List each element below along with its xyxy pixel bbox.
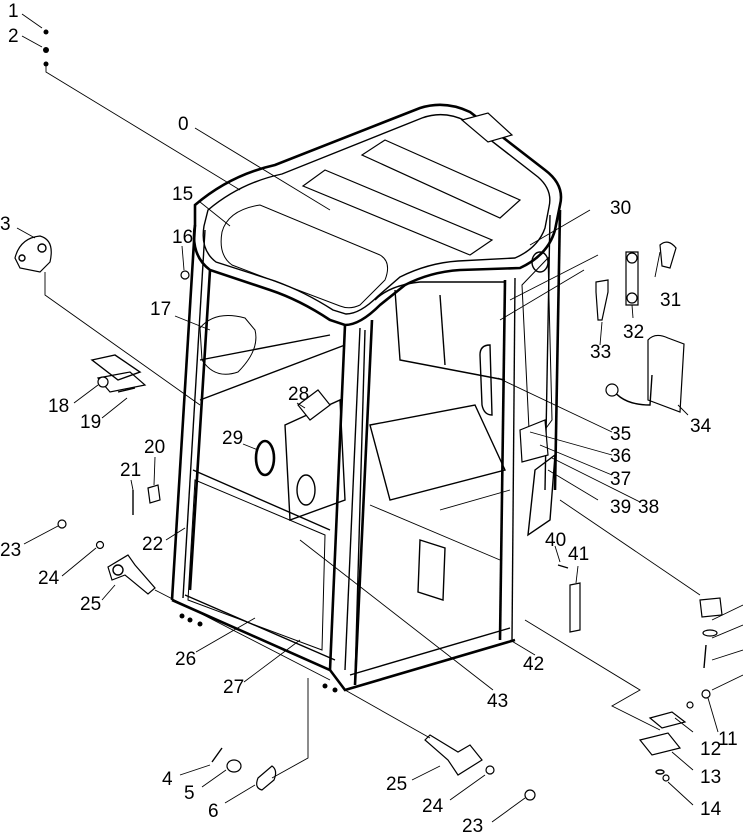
callout-32: 32 xyxy=(623,322,644,343)
callout-42: 42 xyxy=(523,654,544,675)
callout-24-left: 24 xyxy=(38,568,60,589)
callout-43: 43 xyxy=(487,691,508,712)
part-40-screw xyxy=(557,564,569,569)
part-23-nut-left xyxy=(57,519,67,529)
callout-24-bottom: 24 xyxy=(422,796,444,817)
part-14-nut xyxy=(662,774,670,782)
part-1-screw xyxy=(43,29,49,35)
part-34-mirror xyxy=(647,334,685,413)
part-2-washer xyxy=(43,47,49,53)
callout-16: 16 xyxy=(172,227,193,248)
callout-22: 22 xyxy=(142,534,163,555)
part-25-pin-bottom xyxy=(424,734,483,776)
part-11-bolt xyxy=(701,689,711,699)
callout-37: 37 xyxy=(610,469,631,490)
part-33-bolt xyxy=(595,279,609,321)
part-13-plate xyxy=(638,732,682,756)
callout-31: 31 xyxy=(660,290,681,311)
callout-35: 35 xyxy=(610,424,631,445)
part-6-pin xyxy=(256,765,277,791)
part-4-cotter-pin xyxy=(211,747,223,763)
callout-21: 21 xyxy=(120,460,141,481)
part-18-bracket xyxy=(96,371,147,393)
callout-26: 26 xyxy=(175,649,196,670)
part-16-bolt xyxy=(180,270,190,280)
callout-23-bottom: 23 xyxy=(462,816,483,834)
leader-lines xyxy=(16,13,743,823)
callout-25-left: 25 xyxy=(80,594,101,615)
callout-36: 36 xyxy=(610,446,631,467)
callout-15: 15 xyxy=(172,184,193,205)
callout-17: 17 xyxy=(150,299,171,320)
callout-4: 4 xyxy=(162,769,173,790)
callout-23-left: 23 xyxy=(0,540,21,561)
callout-27: 27 xyxy=(223,677,244,698)
callout-40: 40 xyxy=(545,530,566,551)
callout-13: 13 xyxy=(700,767,721,788)
callout-14: 14 xyxy=(700,799,722,820)
callout-25-bottom: 25 xyxy=(386,774,407,795)
callout-33: 33 xyxy=(590,342,611,363)
callout-30: 30 xyxy=(610,198,631,219)
callout-6: 6 xyxy=(208,801,219,822)
part-31-hinge xyxy=(659,241,677,269)
part-12-plate xyxy=(648,711,687,729)
callout-0: 0 xyxy=(178,114,189,135)
part-24-washer-bottom xyxy=(485,765,495,775)
part-cushion xyxy=(699,597,723,618)
part-23-nut-bottom xyxy=(524,789,536,801)
part-24-washer-left xyxy=(95,540,105,550)
callout-39: 39 xyxy=(610,497,631,518)
callout-1: 1 xyxy=(8,1,19,22)
callout-19: 19 xyxy=(80,412,101,433)
callout-34: 34 xyxy=(690,416,712,437)
cab-frame xyxy=(170,103,563,693)
callout-5: 5 xyxy=(184,783,195,804)
part-20-clip xyxy=(147,484,161,504)
part-5-washer xyxy=(226,759,242,773)
callout-41: 41 xyxy=(568,544,589,565)
callout-18: 18 xyxy=(48,396,69,417)
callout-3: 3 xyxy=(0,214,11,235)
part-32-bracket xyxy=(625,251,639,306)
part-3-lamp xyxy=(14,235,52,273)
callout-11: 11 xyxy=(718,729,738,750)
callout-20: 20 xyxy=(144,437,165,458)
part-41-strap xyxy=(569,582,581,633)
callout-12: 12 xyxy=(700,739,721,760)
callout-38: 38 xyxy=(638,497,659,518)
callout-28: 28 xyxy=(288,384,309,405)
callout-29: 29 xyxy=(222,428,243,449)
callout-2: 2 xyxy=(8,26,19,47)
